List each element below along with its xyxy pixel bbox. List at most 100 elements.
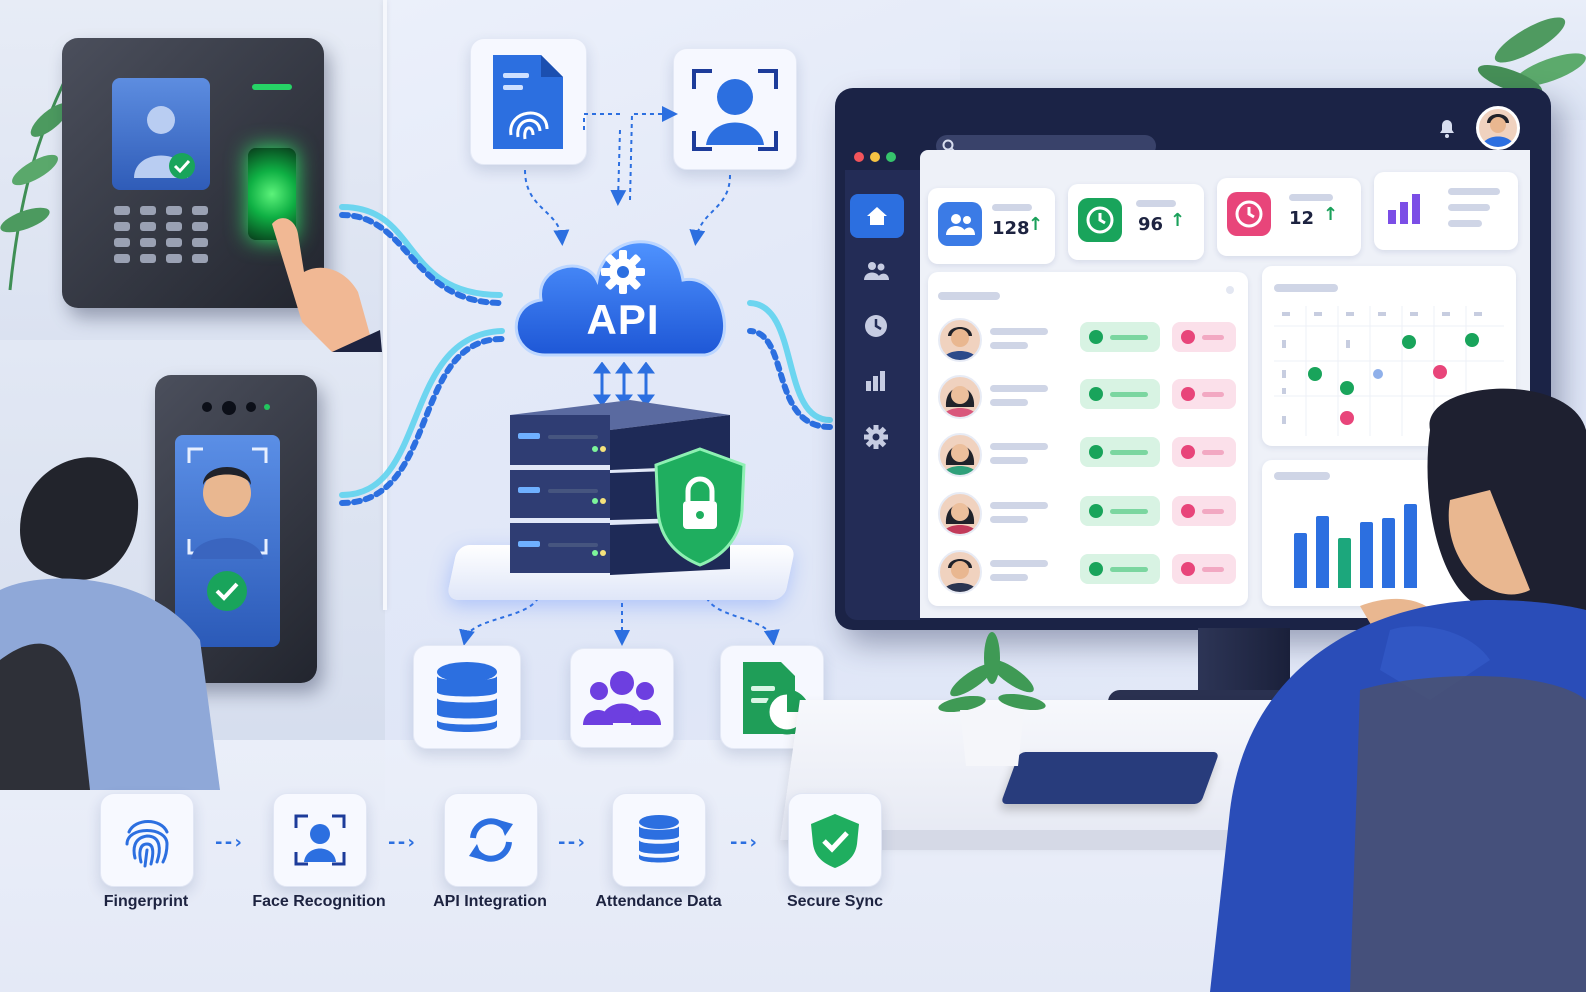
- flow-label-secure: Secure Sync: [786, 893, 884, 910]
- status-badge: [1080, 496, 1160, 526]
- minimize-dot[interactable]: [870, 152, 880, 162]
- bar-chart-icon: [1384, 186, 1428, 230]
- list-item[interactable]: [938, 550, 1238, 594]
- plant-top-right-icon: [1477, 17, 1586, 95]
- database-icon: [437, 662, 497, 732]
- bar-chart: [1292, 498, 1442, 588]
- shield-check-icon: [811, 814, 859, 868]
- chart-bar: [1338, 538, 1351, 588]
- api-cloud-icon: [514, 240, 726, 357]
- chart-bar: [1360, 522, 1373, 588]
- dashboard-sidebar: [845, 170, 920, 620]
- status-led: [252, 84, 292, 90]
- clock-icon: [1078, 198, 1122, 242]
- face-scan-icon: [187, 447, 268, 611]
- list-item[interactable]: [938, 375, 1238, 419]
- list-item[interactable]: [938, 318, 1238, 362]
- stat-value: 128: [992, 218, 1030, 239]
- status-badge: [1080, 554, 1160, 584]
- sidebar-item-time[interactable]: [861, 311, 891, 341]
- database-icon: [639, 815, 679, 863]
- terminal-keypad: [112, 200, 212, 280]
- flow-step-api: [444, 793, 538, 887]
- sidebar-item-home[interactable]: [850, 194, 904, 238]
- status-badge: [1172, 554, 1236, 584]
- hand-icon: [272, 218, 382, 352]
- face-card: [673, 48, 797, 170]
- flow-arrow-icon: - - ›: [215, 832, 242, 853]
- flow-step-fingerprint: [100, 793, 194, 887]
- avatar: [938, 433, 982, 477]
- flow-label-api: API Integration: [433, 893, 547, 910]
- status-badge: [1172, 379, 1236, 409]
- flow-arrow-icon: - - ›: [388, 832, 415, 853]
- bidirectional-arrows-icon: [593, 362, 655, 406]
- person-left: [0, 457, 220, 790]
- clock-icon: [865, 315, 887, 337]
- chart-bar: [1294, 533, 1307, 588]
- avatar: [938, 550, 982, 594]
- users-icon: [938, 202, 982, 246]
- status-badge: [1172, 437, 1236, 467]
- stat-card-late[interactable]: 12 ↑: [1217, 178, 1361, 256]
- avatar: [938, 318, 982, 362]
- status-badge: [1080, 322, 1160, 352]
- sidebar-item-users[interactable]: [861, 256, 891, 286]
- terminal-camera: [196, 399, 276, 415]
- home-icon: [867, 207, 887, 225]
- bar-chart-icon: [866, 371, 885, 391]
- list-item[interactable]: [938, 433, 1238, 477]
- maximize-dot[interactable]: [886, 152, 896, 162]
- team-card: [570, 648, 674, 748]
- list-item[interactable]: [938, 492, 1238, 536]
- status-badge: [1080, 437, 1160, 467]
- stat-card-analytics[interactable]: [1374, 172, 1518, 250]
- status-badge: [1172, 322, 1236, 352]
- chart-bar: [1316, 516, 1329, 588]
- monitor-stand: [1198, 628, 1290, 698]
- stat-card-employees[interactable]: 128 ↑: [928, 188, 1055, 264]
- flow-label-face: Face Recognition: [252, 893, 386, 910]
- trend-up-icon: ↑: [1323, 204, 1339, 225]
- shield-lock-icon: [654, 447, 746, 567]
- stat-card-present[interactable]: 96 ↑: [1068, 184, 1204, 260]
- server-stack-icon: [510, 400, 730, 575]
- close-dot[interactable]: [854, 152, 864, 162]
- sync-icon: [469, 818, 513, 862]
- users-group-icon: [583, 671, 661, 725]
- database-card: [413, 645, 521, 749]
- status-badge: [1172, 496, 1236, 526]
- fingerprint-icon: [125, 820, 169, 868]
- flow-step-secure: [788, 793, 882, 887]
- wall-divider: [383, 0, 387, 610]
- avatar: [938, 375, 982, 419]
- api-label: API: [586, 296, 660, 343]
- data-flow-paths: [339, 204, 833, 506]
- flow-label-fingerprint: Fingerprint: [103, 893, 189, 910]
- clock-icon: [1227, 192, 1271, 236]
- trend-up-icon: ↑: [1170, 210, 1186, 231]
- user-avatar-icon: [1481, 114, 1515, 147]
- gear-icon: [864, 425, 888, 449]
- stat-value: 12: [1289, 208, 1315, 229]
- sidebar-item-settings[interactable]: [861, 422, 891, 452]
- flow-label-data: Attendance Data: [595, 893, 722, 910]
- document-card: [470, 38, 587, 165]
- potted-plant-icon: [938, 632, 1046, 766]
- plant-left-icon: [0, 69, 72, 291]
- sidebar-item-reports[interactable]: [861, 366, 891, 396]
- face-screen: [175, 435, 280, 647]
- person-right: [1210, 388, 1586, 992]
- profile-avatar[interactable]: [1476, 106, 1520, 150]
- flow-step-data: [612, 793, 706, 887]
- chart-bar: [1404, 504, 1417, 588]
- users-icon: [864, 262, 889, 280]
- terminal-screen: [112, 78, 210, 190]
- face-scan-icon: [294, 814, 346, 866]
- face-scan-icon: [692, 69, 778, 151]
- flow-step-face: [273, 793, 367, 887]
- bell-icon[interactable]: [1436, 116, 1458, 140]
- fingerprint-document-icon: [493, 55, 563, 149]
- avatar: [938, 492, 982, 536]
